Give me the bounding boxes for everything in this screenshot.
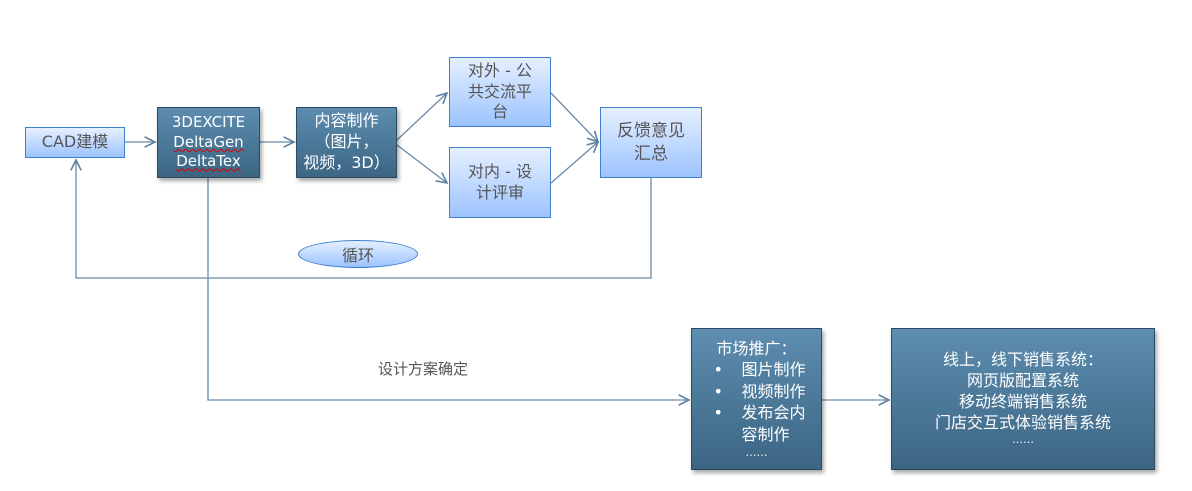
list-item: 发布会内容制作: [707, 402, 805, 445]
node-internal: 对内 - 设 计评审: [449, 147, 551, 218]
marketing-title: 市场推广：: [716, 338, 797, 358]
node-label: （图片，: [314, 132, 379, 152]
arrow-content-external: [396, 93, 447, 141]
node-external: 对外 - 公 共交流平 台: [449, 57, 551, 127]
node-label: 内容制作: [314, 111, 379, 131]
node-label: DeltaGen: [173, 132, 244, 151]
node-content: 内容制作 （图片， 视频，3D）: [296, 107, 397, 178]
design-confirmed-label: 设计方案确定: [378, 360, 469, 378]
node-feedback: 反馈意见 汇总: [600, 107, 702, 178]
node-label: 反馈意见: [617, 121, 685, 142]
sales-more: ……: [1012, 433, 1034, 447]
node-deltagen: 3DEXCITE DeltaGen DeltaTex: [157, 107, 260, 178]
node-label: 对外 - 公: [468, 60, 532, 80]
list-item: 图片制作: [707, 359, 805, 381]
marketing-list: 图片制作 视频制作 发布会内容制作: [707, 359, 805, 445]
arrow-content-internal: [396, 144, 447, 183]
arrow-to-marketing: [207, 178, 689, 400]
node-label: 计评审: [475, 182, 524, 202]
loop-arrow: [76, 160, 652, 279]
node-sales: 线上，线下销售系统： 网页版配置系统 移动终端销售系统 门店交互式体验销售系统 …: [891, 328, 1155, 470]
list-item: 视频制作: [707, 381, 805, 403]
node-marketing: 市场推广： 图片制作 视频制作 发布会内容制作 ……: [691, 328, 822, 470]
arrow-external-feedback: [550, 92, 598, 142]
arrow-internal-feedback: [550, 142, 598, 184]
node-label: 3DEXCITE: [171, 113, 246, 132]
sales-line: 门店交互式体验销售系统: [934, 412, 1111, 432]
node-label: 台: [491, 102, 508, 122]
node-cad: CAD建模: [25, 127, 125, 158]
node-label: 对内 - 设: [468, 161, 532, 181]
node-label: 视频，3D）: [303, 152, 390, 172]
loop-text: 循环: [341, 246, 374, 265]
node-label: 共交流平: [467, 81, 532, 101]
node-label: CAD建模: [41, 132, 109, 152]
node-label: DeltaTex: [176, 152, 241, 171]
node-label: 汇总: [634, 143, 668, 164]
sales-line: 网页版配置系统: [966, 371, 1079, 391]
sales-line: 移动终端销售系统: [958, 391, 1087, 411]
sales-title: 线上，线下销售系统：: [942, 350, 1103, 370]
loop-label: 循环: [298, 240, 418, 268]
marketing-more: ……: [745, 445, 768, 459]
